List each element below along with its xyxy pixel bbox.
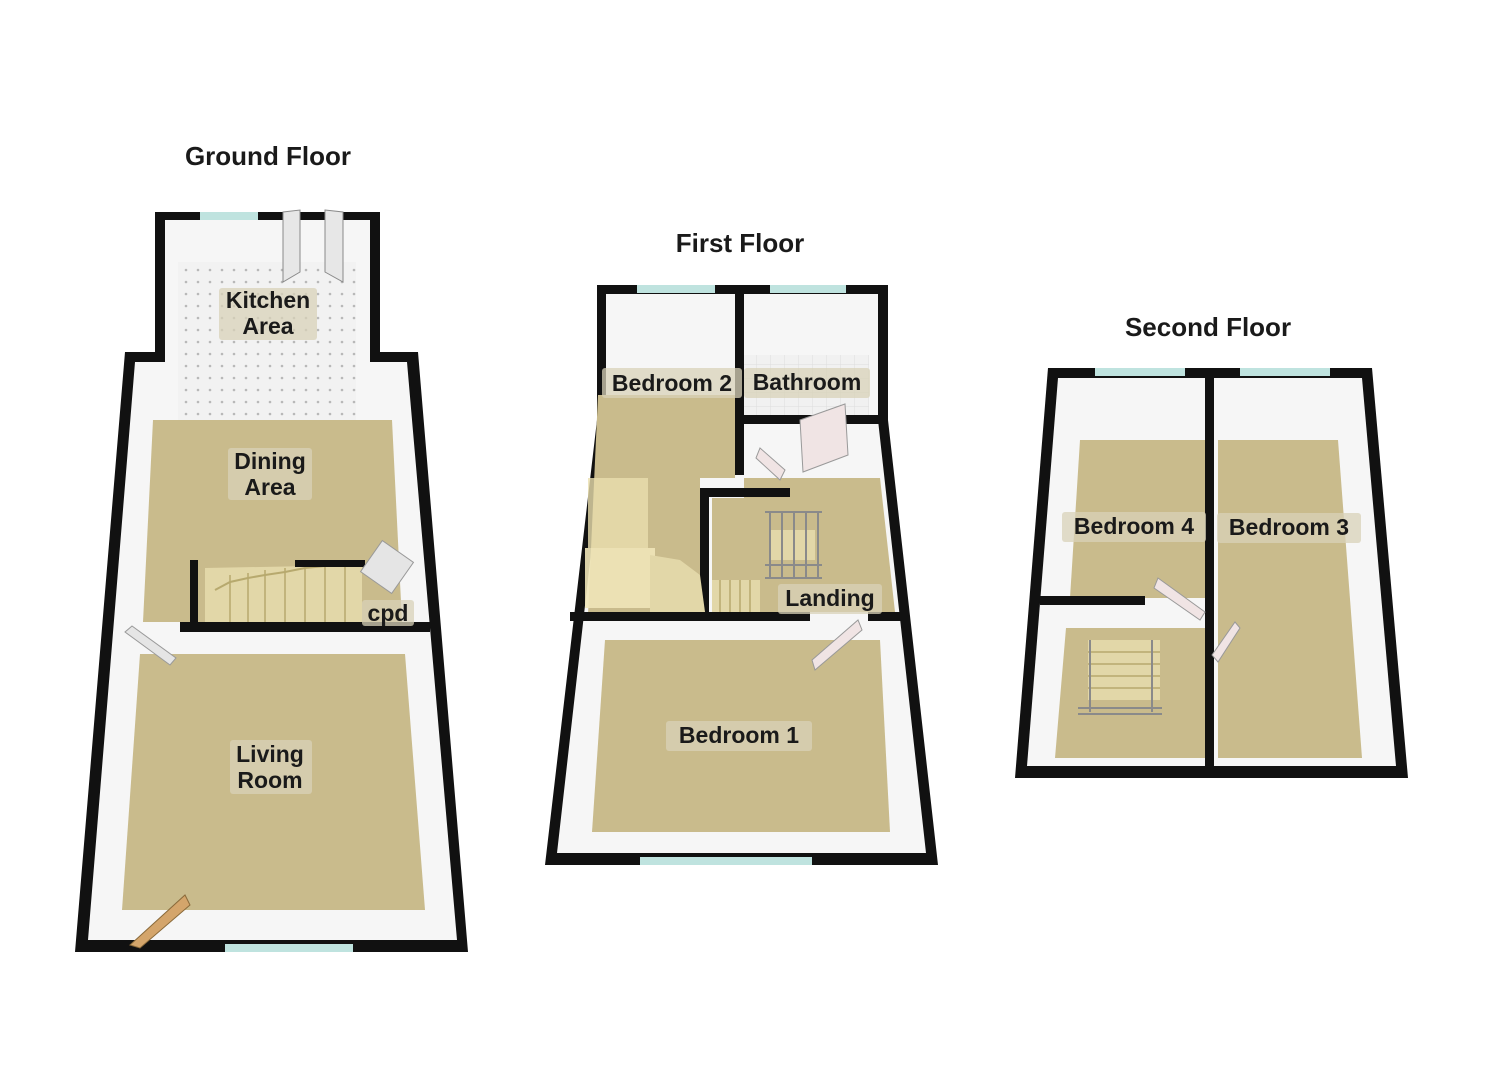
first-floor-title: First Floor: [676, 228, 805, 258]
bedroom-3-door-icon: [1211, 621, 1241, 663]
bedroom-4-door-icon: [1153, 577, 1206, 621]
dining-label-line-1: Dining: [234, 448, 306, 474]
first-floor: First Floor Bedroom 2 Bathroom Landing B…: [545, 228, 938, 865]
french-doors-icon: [282, 209, 344, 283]
bedroom-3-floor: [1218, 440, 1362, 758]
ground-floor-staircase: [190, 560, 365, 626]
bedroom-1-top-wall: [570, 612, 705, 621]
bedroom-2-window: [637, 285, 715, 293]
ground-floor-title: Ground Floor: [185, 141, 351, 171]
kitchen-floor: [178, 262, 356, 420]
living-label-line-1: Living: [236, 741, 304, 767]
bedroom-1-top-wall-right: [695, 612, 810, 621]
banister-icon: [765, 511, 822, 579]
bathroom-label: Bathroom: [753, 369, 862, 395]
ground-floor-partition-wall: [180, 622, 430, 632]
cupboard-label: cpd: [368, 600, 409, 626]
front-door-icon: [129, 894, 191, 949]
dining-label-line-2: Area: [244, 474, 295, 500]
bedroom-4-bottom-wall: [1040, 596, 1145, 605]
bedroom-4-window: [1095, 368, 1185, 376]
bedroom-4-label: Bedroom 4: [1074, 513, 1194, 539]
bedroom-3-window: [1240, 368, 1330, 376]
bedroom-1-window: [640, 857, 812, 865]
bedroom-3-label: Bedroom 3: [1229, 514, 1349, 540]
bathroom-window: [770, 285, 846, 293]
second-floor-staircase: [1078, 640, 1162, 715]
kitchen-label-line-2: Area: [242, 313, 293, 339]
ground-floor-partition-face: [180, 632, 408, 654]
banister-icon: [1078, 640, 1162, 715]
second-floor: Second Floor Bedroom 4 Bedroom 3: [1015, 312, 1408, 778]
first-floor-staircase: [585, 478, 822, 612]
bedroom-1-top-wall-far-right: [868, 612, 908, 621]
bedroom-2-door-icon: [755, 447, 786, 481]
landing-wall-left: [700, 488, 709, 616]
ground-floor: Ground Floor Kitchen Area Dining Area cp…: [75, 141, 468, 952]
landing-label: Landing: [785, 585, 874, 611]
landing-wall-top: [700, 488, 790, 497]
bedroom-2-label: Bedroom 2: [612, 370, 732, 396]
living-room-window: [225, 944, 353, 952]
kitchen-label-line-1: Kitchen: [226, 287, 310, 313]
bathroom-door-icon: [799, 403, 849, 473]
internal-door-icon: [124, 625, 177, 666]
bedroom-1-door-icon: [811, 619, 863, 671]
second-floor-title: Second Floor: [1125, 312, 1291, 342]
kitchen-window: [200, 212, 258, 220]
cupboard-door: [359, 539, 415, 595]
living-label-line-2: Room: [237, 767, 302, 793]
bedroom-1-label: Bedroom 1: [679, 722, 799, 748]
bedroom-3-4-wall: [1205, 368, 1214, 773]
